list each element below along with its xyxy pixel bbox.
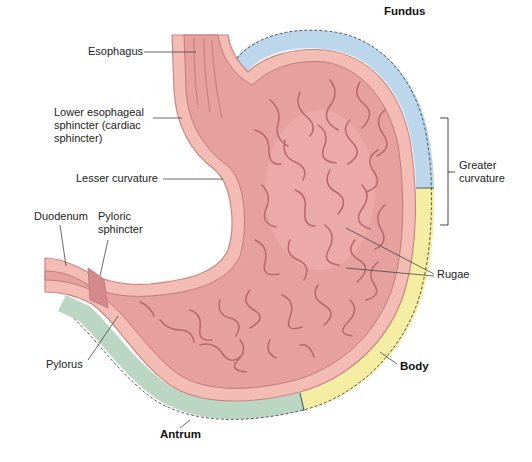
part-label: Esophagus (88, 45, 143, 58)
region-label: Body (400, 360, 429, 373)
part-label: Rugae (437, 268, 469, 281)
part-label: Lesser curvature (76, 172, 158, 185)
rugae-folds (140, 80, 387, 372)
part-label: Pyloric sphincter (98, 210, 154, 236)
region-label: Fundus (384, 5, 426, 18)
region-dividers (300, 188, 434, 411)
stomach-wall (45, 35, 415, 401)
mucosa-highlight (265, 110, 375, 270)
part-label: Greater curvature (459, 159, 519, 185)
esophagus-folds (194, 38, 222, 118)
part-label: Duodenum (34, 210, 88, 223)
greater-curvature-bracket (440, 118, 455, 225)
part-label: Pylorus (46, 358, 83, 371)
region-outline (74, 30, 431, 419)
part-label: Lower esophageal sphincter (cardiac sphi… (54, 106, 152, 145)
stomach-mucosa (45, 35, 403, 388)
region-label: Antrum (160, 428, 201, 441)
pyloric-sphincter-ring (88, 268, 108, 308)
